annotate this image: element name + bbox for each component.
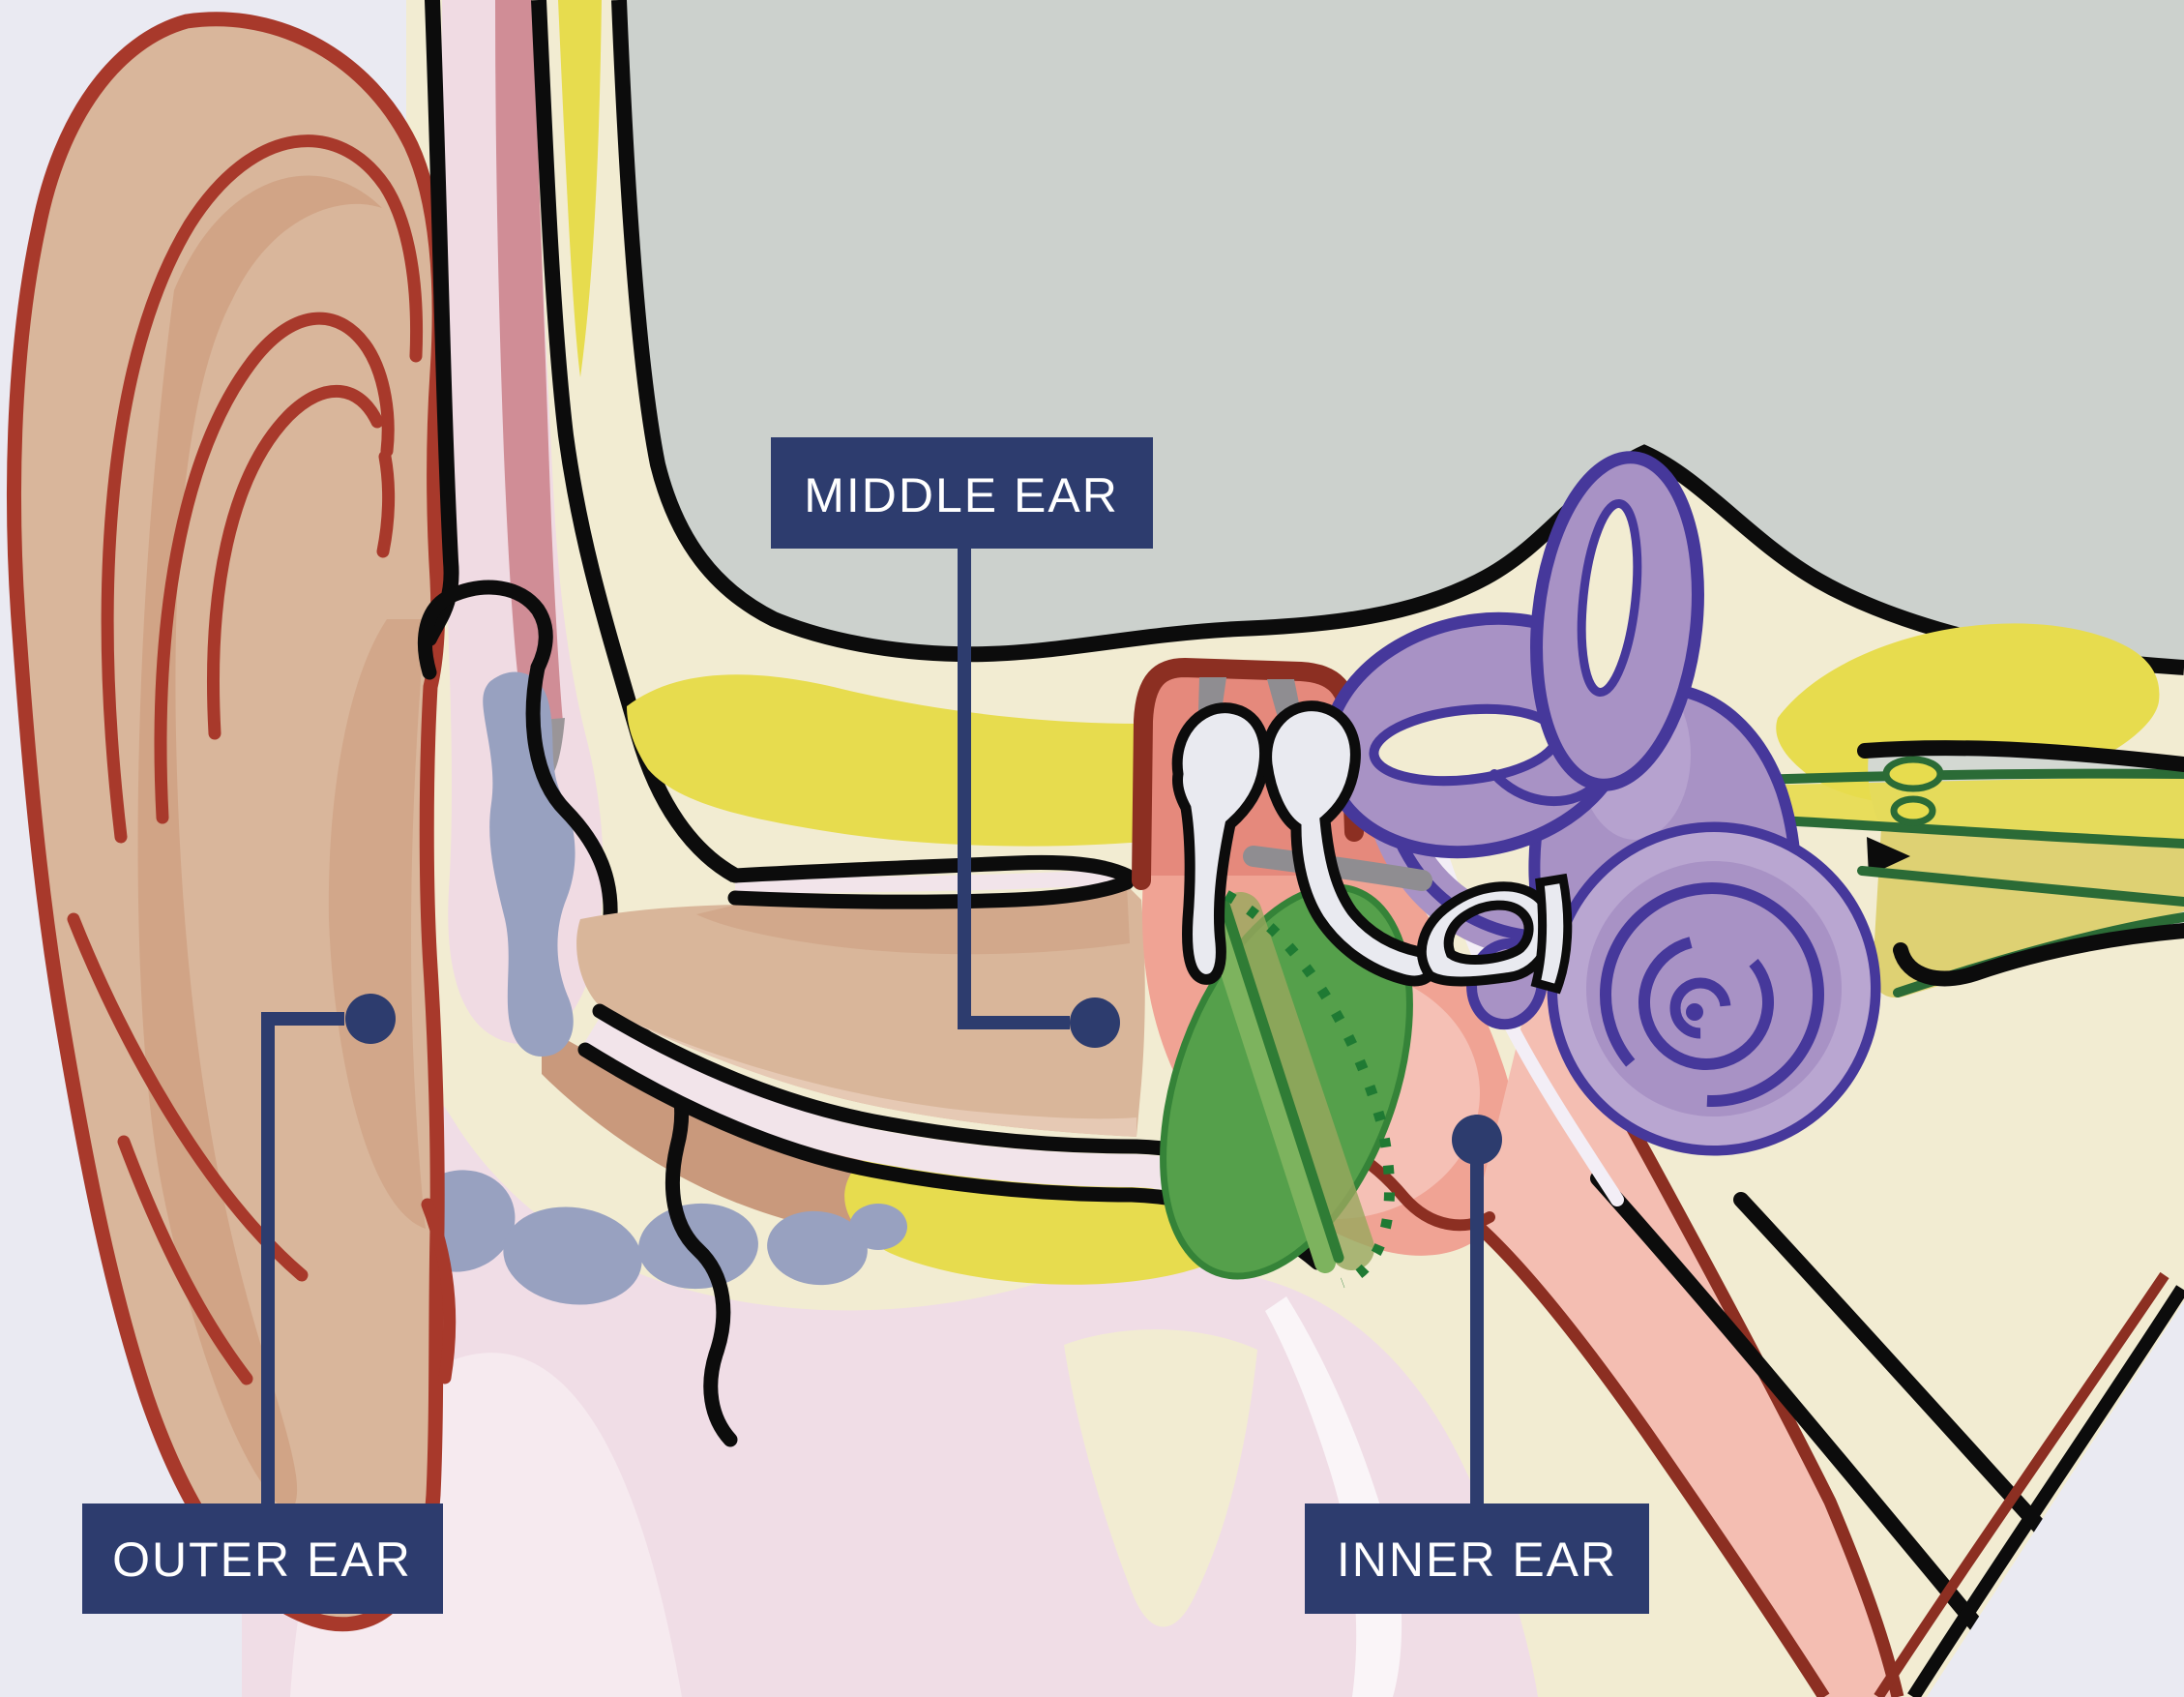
incus <box>1261 700 1438 987</box>
malleus-attachment-stripe <box>1219 899 1344 1264</box>
label-outer-ear: OUTER EAR <box>82 994 443 1614</box>
nerve-ganglion <box>1882 756 1944 792</box>
lobule-line <box>117 1135 253 1385</box>
outer-ear-label-box <box>82 1503 443 1614</box>
canal-notch <box>1867 837 1910 876</box>
nerve-line-3 <box>1857 866 2184 907</box>
stapes-footplate <box>1530 873 1573 995</box>
membrane-olive-shade <box>1218 892 1374 1270</box>
cochlea-outer-ring <box>1557 832 1871 1146</box>
bone-marrow-above-canal <box>627 674 1143 847</box>
tube-outline-lower <box>1467 1216 1830 1697</box>
corner-bone-outline <box>1907 1285 2184 1697</box>
middle-ear-label: MIDDLE EAR <box>804 468 1119 522</box>
nerve-yellow-fan <box>1869 827 2184 998</box>
middle-ear-leader-line <box>958 549 1070 1029</box>
outer-ear-leader-line <box>261 1012 344 1503</box>
canal-roof-gap <box>734 870 1125 894</box>
concha-arc-segment <box>376 450 396 558</box>
bone-wedge <box>1064 1329 1257 1627</box>
malleus <box>1171 702 1270 985</box>
pinna-shading <box>137 175 382 1515</box>
membrane-dotted-edge <box>1224 890 1395 1289</box>
middle-ear-label-box <box>771 437 1153 549</box>
ossicles <box>1171 677 1573 995</box>
background-corner <box>1927 1301 2184 1697</box>
concha-hook-outline <box>417 580 553 680</box>
pinna-inner-shading <box>328 619 426 1229</box>
head-background <box>619 0 2184 668</box>
canal-roof-outline-upper <box>727 854 1135 883</box>
superior-canal-opening <box>1577 498 1642 698</box>
cochlea-spiral-turn-1 <box>1600 882 1824 1107</box>
auditory-nerve-region <box>1601 623 2184 998</box>
labels: OUTER EAR MIDDLE EAR INNER EAR <box>82 437 1649 1614</box>
cochlea-spiral-turn-3 <box>1669 977 1731 1039</box>
outer-ear-label: OUTER EAR <box>112 1533 412 1587</box>
concha-arc-line <box>207 385 384 740</box>
temporalis-muscle <box>495 0 563 743</box>
inner-ear-label: INNER EAR <box>1337 1533 1617 1587</box>
helix-ridge-line <box>101 134 424 844</box>
vestibule-fold-line <box>1490 769 1593 807</box>
membrane-light-stripe <box>1200 899 1336 1273</box>
canal-roof-outline-lower <box>727 875 1135 909</box>
lobule-arc <box>421 1198 457 1384</box>
label-middle-ear: MIDDLE EAR <box>771 437 1153 1048</box>
cochlea-spiral-center <box>1686 1003 1703 1021</box>
skull-boundary-outline <box>611 0 2184 675</box>
pinna <box>7 12 457 1632</box>
label-inner-ear: INNER EAR <box>1305 1115 1649 1614</box>
bone-marrow-strip <box>558 0 602 377</box>
canal-outline-bottom <box>1893 923 2184 987</box>
antihelix-line <box>154 312 395 824</box>
eustachian-tube <box>1472 927 1898 1697</box>
temporal-strips <box>417 0 738 1447</box>
cartilage-blob <box>767 1210 868 1286</box>
eardrum <box>1160 883 1413 1289</box>
cartilage-blob <box>849 1204 907 1250</box>
cochlea-spiral-turn-2 <box>1638 935 1774 1070</box>
ear-canal-lower-shade <box>619 1016 1136 1137</box>
inner-ear-label-box <box>1305 1503 1649 1614</box>
outer-ear-leader-dot <box>345 994 396 1044</box>
cartilage-blob <box>503 1206 642 1305</box>
inner-ear-leader-dot <box>1452 1115 1502 1165</box>
eustachian-tube-region <box>1291 924 2184 1697</box>
concha-cartilage <box>483 671 576 1057</box>
canal-outline-top <box>1857 740 2184 772</box>
middle-ear-leader-dot <box>1070 997 1120 1048</box>
bone-edge-outline <box>531 0 740 882</box>
corner-red-outline <box>1874 1271 2169 1697</box>
nerve-ganglion-small <box>1890 795 1936 826</box>
